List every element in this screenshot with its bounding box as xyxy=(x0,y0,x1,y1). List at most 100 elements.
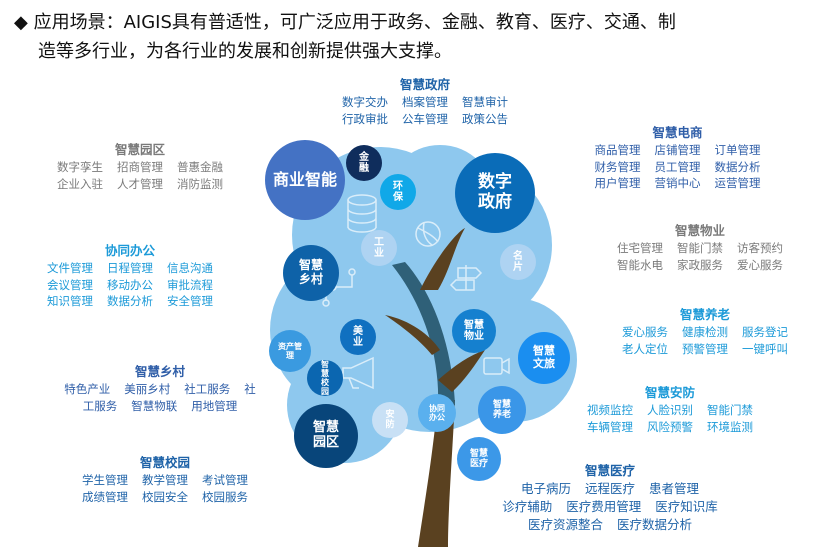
group-gov: 智慧政府数字交办档案管理智慧审计行政审批公车管理政策公告 xyxy=(320,76,530,127)
item-row: 会议管理移动办公审批流程 xyxy=(25,277,235,294)
feature-item: 运营管理 xyxy=(714,176,761,190)
bubble-digital-government: 数字政府 xyxy=(455,153,535,233)
group-property: 智慧物业住宅管理智能门禁访客预约智能水电家政服务爱心服务 xyxy=(600,222,800,273)
branch xyxy=(385,315,440,355)
feature-item: 消防监测 xyxy=(177,176,223,191)
bubble-business-intelligence: 商业智能 xyxy=(265,140,345,220)
item-row: 知识管理数据分析安全管理 xyxy=(25,293,235,310)
bubble-smart-park: 智慧园区 xyxy=(294,404,358,468)
group-medical: 智慧医疗电子病历远程医疗患者管理诊疗辅助医疗费用管理医疗知识库医疗资源整合医疗数… xyxy=(470,462,750,534)
headline-line1: 应用场景：AIGIS具有普适性，可广泛应用于政务、金融、教育、医疗、交通、制 xyxy=(33,12,676,33)
feature-item: 风险预警 xyxy=(647,419,693,434)
feature-item: 智慧物联 xyxy=(131,398,178,413)
feature-item: 访客预约 xyxy=(737,241,783,255)
feature-item: 校园安全 xyxy=(142,489,188,504)
feature-item: 行政审批 xyxy=(342,111,388,126)
headline-line2: 造等多行业，为各行业的发展和创新提供强大支撑。 xyxy=(38,41,452,62)
feature-item: 文件管理 xyxy=(47,261,93,275)
item-row: 医疗资源整合医疗数据分析 xyxy=(470,516,750,534)
item-row: 爱心服务健康检测服务登记 xyxy=(600,324,810,341)
feature-item: 家政服务 xyxy=(677,257,723,272)
feature-item: 工服务 xyxy=(82,398,118,413)
bubble-business-card: 名片 xyxy=(500,244,536,280)
item-row: 财务管理员工管理数据分析 xyxy=(575,159,780,176)
feature-item: 校园服务 xyxy=(202,489,248,504)
group-park: 智慧园区数字孪生招商管理普惠金融企业入驻人才管理消防监测 xyxy=(30,141,250,192)
signpost-icon xyxy=(449,265,483,291)
item-row: 成绩管理校园安全校园服务 xyxy=(60,489,270,506)
feature-item: 数据分析 xyxy=(107,294,153,308)
database-icon xyxy=(347,194,377,233)
feature-item: 爱心服务 xyxy=(622,325,668,339)
feature-item: 档案管理 xyxy=(402,95,448,109)
feature-item: 预警管理 xyxy=(682,341,728,356)
feature-item: 审批流程 xyxy=(167,277,213,292)
feature-item: 员工管理 xyxy=(654,159,701,174)
bubble-smart-tourism: 智慧文旅 xyxy=(518,332,570,384)
feature-item: 医疗知识库 xyxy=(655,499,718,514)
feature-item: 用地管理 xyxy=(191,398,238,413)
feature-item: 数字交办 xyxy=(342,95,388,109)
bubble-collab-office: 协同办公 xyxy=(418,394,456,432)
feature-item: 普惠金融 xyxy=(177,160,223,174)
group-title: 智慧政府 xyxy=(399,77,450,92)
feature-item: 车辆管理 xyxy=(587,419,633,434)
feature-item: 成绩管理 xyxy=(82,489,128,504)
bubble-industry: 工业 xyxy=(361,230,397,266)
feature-item: 智能门禁 xyxy=(707,403,753,417)
feature-item: 政策公告 xyxy=(462,111,508,126)
item-row: 行政审批公车管理政策公告 xyxy=(320,111,530,128)
megaphone-icon xyxy=(342,356,374,390)
feature-item: 社 xyxy=(244,382,256,396)
feature-item: 远程医疗 xyxy=(584,481,635,496)
group-village: 智慧乡村特色产业美丽乡村社工服务社工服务智慧物联用地管理 xyxy=(35,363,285,414)
feature-item: 患者管理 xyxy=(649,481,700,496)
bubble-smart-campus: 智慧校园 xyxy=(307,360,343,396)
globe-icon xyxy=(415,221,441,247)
group-ecom: 智慧电商商品管理店铺管理订单管理财务管理员工管理数据分析用户管理营销中心运营管理 xyxy=(575,124,780,192)
item-row: 视频监控人脸识别智能门禁 xyxy=(565,402,775,419)
group-title: 智慧医疗 xyxy=(584,463,635,478)
feature-item: 医疗数据分析 xyxy=(617,517,693,532)
item-row: 老人定位预警管理一键呼叫 xyxy=(600,341,810,358)
feature-item: 用户管理 xyxy=(594,176,641,190)
branch xyxy=(438,350,485,392)
feature-item: 数字孪生 xyxy=(57,160,103,174)
headline: ◆ 应用场景：AIGIS具有普适性，可广泛应用于政务、金融、教育、医疗、交通、制… xyxy=(14,8,814,66)
feature-item: 商品管理 xyxy=(594,143,641,157)
feature-item: 财务管理 xyxy=(594,159,641,174)
group-title: 智慧物业 xyxy=(674,223,725,238)
item-row: 数字交办档案管理智慧审计 xyxy=(320,94,530,111)
bubble-smart-property: 智慧物业 xyxy=(452,309,496,353)
tree-trunk-upper xyxy=(392,262,455,405)
feature-item: 住宅管理 xyxy=(617,241,663,255)
feature-item: 店铺管理 xyxy=(654,143,701,157)
item-row: 车辆管理风险预警环境监测 xyxy=(565,419,775,436)
item-row: 住宅管理智能门禁访客预约 xyxy=(600,240,800,257)
feature-item: 医疗费用管理 xyxy=(566,499,642,514)
group-title: 智慧校园 xyxy=(139,455,190,470)
item-row: 诊疗辅助医疗费用管理医疗知识库 xyxy=(470,498,750,516)
tree-trunk xyxy=(418,400,455,547)
item-row: 商品管理店铺管理订单管理 xyxy=(575,142,780,159)
feature-item: 医疗资源整合 xyxy=(527,517,603,532)
feature-item: 教学管理 xyxy=(142,473,188,487)
feature-item: 健康检测 xyxy=(682,325,728,339)
feature-item: 社工服务 xyxy=(184,382,231,396)
feature-item: 电子病历 xyxy=(520,481,571,496)
feature-item: 安全管理 xyxy=(167,294,213,308)
feature-item: 人脸识别 xyxy=(647,403,693,417)
feature-item: 智慧审计 xyxy=(462,95,508,109)
video-camera-icon xyxy=(483,357,510,375)
feature-item: 会议管理 xyxy=(47,277,93,292)
feature-item: 一键呼叫 xyxy=(742,341,788,356)
item-row: 智能水电家政服务爱心服务 xyxy=(600,257,800,274)
bubble-smart-medical: 智慧医疗 xyxy=(457,437,501,481)
feature-item: 日程管理 xyxy=(107,261,153,275)
branch xyxy=(420,228,465,290)
feature-item: 特色产业 xyxy=(64,382,111,396)
feature-item: 招商管理 xyxy=(117,160,163,174)
item-row: 电子病历远程医疗患者管理 xyxy=(470,480,750,498)
feature-item: 移动办公 xyxy=(107,277,153,292)
feature-item: 订单管理 xyxy=(714,143,761,157)
